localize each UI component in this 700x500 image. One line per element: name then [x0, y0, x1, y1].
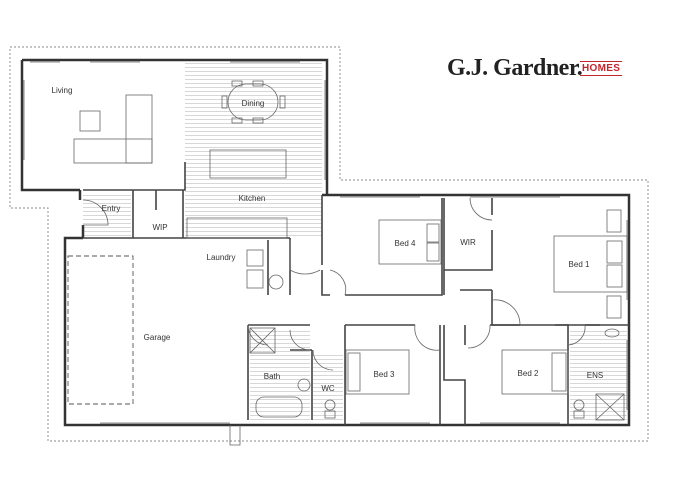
label-bed2: Bed 2: [518, 369, 539, 378]
shower-bath: [249, 327, 276, 354]
ottoman: [79, 110, 101, 132]
brand-logo: G.J. Gardner.: [447, 55, 583, 81]
bed-4: [378, 219, 442, 265]
kitchen-island: [209, 149, 287, 179]
label-laundry: Laundry: [207, 253, 236, 262]
exterior-walls: [20, 58, 631, 427]
bed-3: [345, 349, 410, 395]
interior-walls: [83, 162, 629, 425]
label-bath: Bath: [264, 372, 280, 381]
hatched-floors: [83, 62, 627, 420]
label-bed4: Bed 4: [395, 239, 416, 248]
label-wip: WIP: [152, 223, 167, 232]
label-entry: Entry: [102, 204, 121, 213]
label-kitchen: Kitchen: [239, 194, 266, 203]
toilet-wc: [324, 399, 336, 411]
bathtub: [255, 396, 303, 418]
bed-1: [553, 235, 628, 293]
site-boundary: [9, 46, 649, 442]
label-ens: ENS: [587, 371, 603, 380]
windows: [23, 61, 628, 424]
label-living: Living: [52, 86, 73, 95]
sofa: [73, 138, 153, 164]
room-labels: Living Dining Kitchen Entry WIP Laundry …: [52, 86, 604, 393]
shower-ens: [595, 393, 625, 421]
label-dining: Dining: [242, 99, 265, 108]
label-garage: Garage: [144, 333, 171, 342]
bed-2: [501, 349, 569, 395]
label-bed1: Bed 1: [569, 260, 590, 269]
garage-parking-outline: [67, 255, 134, 405]
doors: [82, 197, 586, 446]
label-wc: WC: [321, 384, 335, 393]
toilet-ens: [573, 399, 585, 411]
brand-logo-homes: HOMES: [580, 61, 623, 76]
label-wir: WIR: [460, 238, 476, 247]
label-bed3: Bed 3: [374, 370, 395, 379]
furniture: [73, 80, 628, 421]
